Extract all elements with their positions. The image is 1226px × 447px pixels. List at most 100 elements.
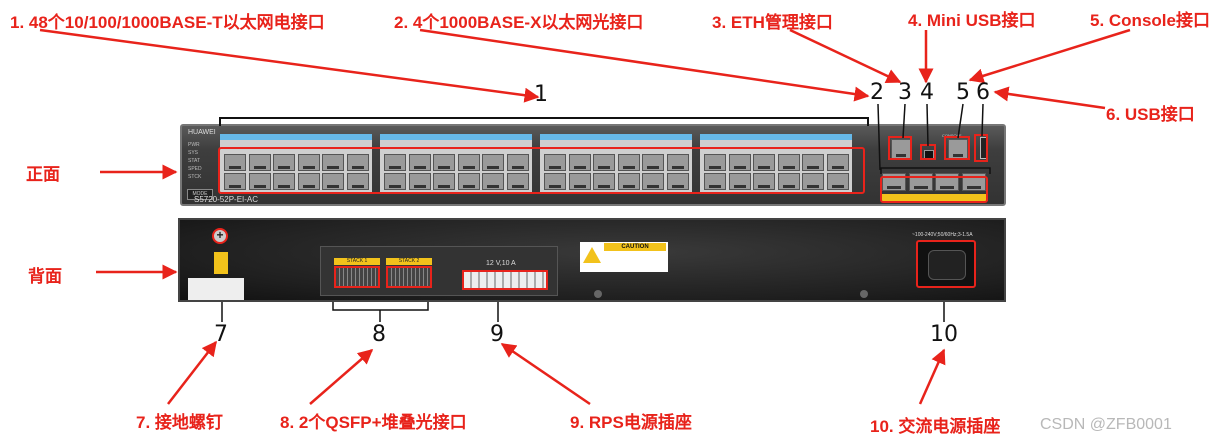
ethernet-port[interactable] (346, 154, 369, 171)
callout-1: 1 (534, 82, 548, 107)
ethernet-port[interactable] (384, 154, 406, 171)
ethernet-port[interactable] (777, 154, 800, 171)
port-number-strip (380, 134, 532, 140)
ethernet-port[interactable] (408, 154, 431, 171)
ethernet-port[interactable] (248, 154, 271, 171)
label-2: 2. 4个1000BASE-X以太网光接口 (394, 13, 644, 32)
console-label: CONSOLE (942, 133, 962, 138)
watermark: CSDN @ZFB0001 (1040, 416, 1172, 433)
port-number-strip (220, 134, 372, 140)
ethernet-port[interactable] (433, 173, 455, 190)
ethernet-port[interactable] (384, 173, 406, 190)
ethernet-port[interactable] (642, 173, 664, 190)
label-7: 7. 接地螺钉 (136, 413, 223, 432)
label-10: 10. 交流电源插座 (870, 417, 1001, 436)
ethernet-port[interactable] (617, 173, 640, 190)
ac-power-socket[interactable] (916, 240, 976, 288)
ethernet-port[interactable] (777, 173, 800, 190)
ethernet-port[interactable] (346, 173, 369, 190)
front-panel: HUAWEI PWR SYS STAT SPED STCK MODE S5720… (180, 124, 1006, 206)
port-block (700, 134, 852, 194)
ethernet-port[interactable] (666, 154, 689, 171)
port-block (540, 134, 692, 194)
ethernet-port[interactable] (224, 173, 246, 190)
label-8: 8. 2个QSFP+堆叠光接口 (280, 413, 467, 432)
ethernet-port[interactable] (506, 173, 529, 190)
ethernet-port[interactable] (224, 154, 246, 171)
rps-label: 12 V,10 A (486, 260, 516, 267)
status-leds: PWR SYS STAT SPED STCK (188, 141, 202, 181)
highlight-box-console (944, 136, 970, 160)
back-panel: + STACK 1 STACK 2 12 V,10 A CAUTION ~100… (178, 218, 1006, 302)
ethernet-port[interactable] (297, 154, 320, 171)
ethernet-port[interactable] (753, 154, 775, 171)
caution-sticker: CAUTION (580, 242, 668, 272)
rps-socket[interactable] (462, 270, 548, 290)
ethernet-port[interactable] (826, 173, 849, 190)
ethernet-port[interactable] (593, 154, 615, 171)
ethernet-port[interactable] (728, 154, 751, 171)
power-rating: ~100-240V;50/60Hz;3-1.5A (912, 232, 973, 238)
ethernet-port[interactable] (642, 154, 664, 171)
sfp-label-strip (882, 194, 988, 201)
callout-10: 10 (930, 322, 958, 347)
ethernet-port[interactable] (826, 154, 849, 171)
led-label: STCK (188, 174, 202, 180)
callout-7: 7 (214, 322, 228, 347)
led-label: PWR (188, 142, 200, 148)
callout-2: 2 (870, 80, 884, 105)
ethernet-port-grid (220, 134, 852, 194)
ethernet-port[interactable] (273, 173, 295, 190)
ethernet-port[interactable] (273, 154, 295, 171)
callout-6: 6 (976, 80, 990, 105)
port-block (220, 134, 372, 194)
ethernet-port[interactable] (704, 154, 726, 171)
label-5: 5. Console接口 (1090, 11, 1210, 30)
ethernet-port[interactable] (482, 154, 504, 171)
ethernet-port[interactable] (408, 173, 431, 190)
port-number-strip (700, 134, 852, 140)
highlight-box-usb (974, 134, 988, 162)
mode-button[interactable]: MODE (187, 189, 213, 200)
ethernet-port[interactable] (568, 154, 591, 171)
ethernet-port[interactable] (753, 173, 775, 190)
ethernet-port[interactable] (666, 173, 689, 190)
bracket-ethernet (219, 117, 869, 126)
caution-title: CAUTION (604, 243, 666, 251)
ethernet-port[interactable] (322, 154, 344, 171)
warning-sticker (188, 278, 244, 300)
ethernet-port[interactable] (593, 173, 615, 190)
led-label: SPED (188, 166, 202, 172)
ground-label (214, 252, 228, 274)
ethernet-port[interactable] (544, 154, 566, 171)
led-label: STAT (188, 158, 201, 164)
ethernet-port[interactable] (457, 154, 480, 171)
ethernet-port[interactable] (482, 173, 504, 190)
ethernet-port[interactable] (248, 173, 271, 190)
ethernet-port[interactable] (728, 173, 751, 190)
back-label: 背面 (28, 267, 62, 286)
qsfp-port-1[interactable] (334, 266, 380, 288)
ethernet-port[interactable] (802, 173, 824, 190)
ethernet-port[interactable] (457, 173, 480, 190)
callout-8: 8 (372, 322, 386, 347)
ethernet-port[interactable] (704, 173, 726, 190)
callout-3: 3 (898, 80, 912, 105)
ethernet-port[interactable] (802, 154, 824, 171)
highlight-box-eth-mgmt (888, 136, 912, 160)
ethernet-port[interactable] (322, 173, 344, 190)
callout-9: 9 (490, 322, 504, 347)
ethernet-port[interactable] (506, 154, 529, 171)
ethernet-port[interactable] (433, 154, 455, 171)
ethernet-port[interactable] (544, 173, 566, 190)
highlight-box-sfp (880, 176, 988, 203)
stack2-label: STACK 2 (386, 258, 432, 265)
ethernet-port[interactable] (568, 173, 591, 190)
ethernet-port[interactable] (297, 173, 320, 190)
ethernet-port[interactable] (617, 154, 640, 171)
front-label: 正面 (26, 165, 60, 184)
warning-triangle-icon (583, 247, 601, 263)
model-name: S5720-52P-EI-AC (194, 195, 259, 204)
qsfp-port-2[interactable] (386, 266, 432, 288)
